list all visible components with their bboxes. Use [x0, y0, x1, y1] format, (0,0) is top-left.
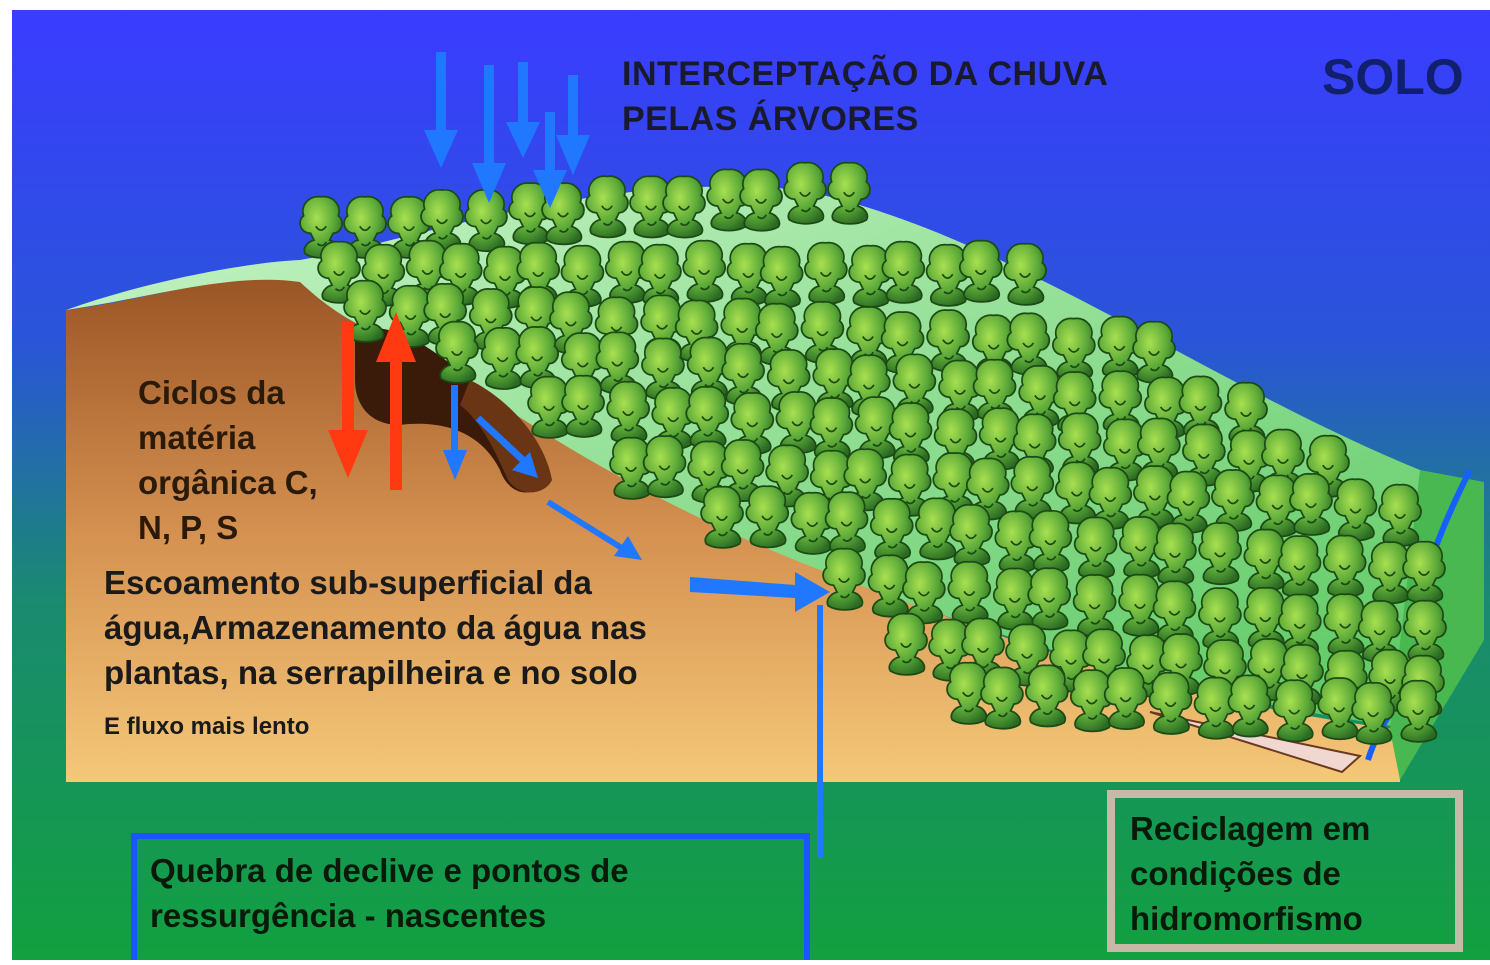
- corner-label: SOLO: [1322, 49, 1464, 105]
- cycle-up-arrow-icon: [376, 312, 416, 490]
- recycling-box-border: [1107, 790, 1463, 952]
- tree-icon: [1198, 522, 1243, 586]
- slope-break-box-border: [131, 833, 810, 960]
- rain-arrows: [424, 52, 590, 208]
- tree-icon: [869, 497, 914, 561]
- rain-arrow-icon: [556, 75, 590, 175]
- tree-icon: [1153, 522, 1197, 586]
- tree-icon: [662, 175, 706, 239]
- tree-icon: [745, 485, 790, 549]
- tree-icon: [804, 241, 848, 305]
- tree-icon: [700, 485, 744, 549]
- tree-icon: [1103, 667, 1148, 731]
- tree-icon: [1072, 574, 1117, 638]
- tree-icon: [1028, 509, 1073, 574]
- rain-arrow-icon: [472, 65, 506, 203]
- tree-icon: [1025, 664, 1069, 728]
- rain-arrow-icon: [424, 52, 458, 168]
- tree-icon: [1277, 535, 1322, 599]
- tree-icon: [435, 320, 479, 384]
- flow-arrow-icon: [443, 385, 467, 480]
- tree-icon: [947, 560, 992, 624]
- tree-icon: [1289, 472, 1333, 536]
- tree-icon: [585, 175, 629, 239]
- tree-icon: [1333, 478, 1378, 542]
- tree-icon: [881, 240, 926, 304]
- tree-icon: [561, 374, 605, 438]
- rain-arrow-icon: [506, 62, 540, 158]
- slow-flow-label: E fluxo mais lento: [104, 713, 310, 740]
- tree-icon: [1322, 534, 1367, 598]
- tree-icon: [1351, 681, 1395, 745]
- tree-icon: [464, 189, 508, 253]
- tree-icon: [1402, 540, 1446, 604]
- subsurface-flow-label: Escoamento sub-superficial da água,Armaz…: [104, 564, 647, 691]
- tree-icon: [1148, 671, 1193, 735]
- tree-icon: [822, 547, 866, 611]
- tree-icon: [1132, 320, 1176, 384]
- tree-icon: [827, 161, 871, 225]
- tree-icon: [1396, 679, 1440, 743]
- slope-break-label: Quebra de declive e pontos de ressurgênc…: [150, 852, 629, 934]
- flow-arrow-icon: [690, 572, 830, 612]
- tree-icon: [1010, 455, 1055, 519]
- tree-icon: [1027, 567, 1072, 631]
- flow-arrow-icon: [546, 499, 627, 553]
- tree-icon: [1403, 599, 1447, 663]
- tree-icon: [759, 245, 804, 309]
- recycling-label: Reciclagem em condições de hidromorfismo: [1130, 810, 1371, 937]
- tree-icon: [958, 239, 1003, 303]
- tree-icon: [685, 385, 730, 449]
- tree-icon: [642, 435, 687, 499]
- tree-icon: [739, 168, 783, 232]
- organic-cycles-label: Ciclos da matéria orgânica C, N, P, S: [138, 374, 318, 546]
- flow-arrows: [443, 385, 830, 858]
- tree-icon: [1272, 679, 1317, 743]
- tree-icon: [949, 503, 993, 567]
- tree-icon: [1052, 317, 1096, 381]
- tree-icon: [1073, 516, 1118, 580]
- tree-icon: [682, 239, 727, 303]
- tree-icon: [1003, 242, 1047, 306]
- diagram-title: INTERCEPTAÇÃO DA CHUVA PELAS ÁRVORES: [622, 55, 1109, 138]
- tree-icon: [783, 161, 827, 225]
- tree-icon: [606, 380, 651, 444]
- rain-arrow-icon: [533, 112, 567, 208]
- tree-icon: [1152, 580, 1197, 644]
- tree-icon: [824, 491, 869, 555]
- tree-icon: [1227, 674, 1272, 738]
- tree-icon: [980, 666, 1024, 730]
- tree-icon: [1378, 483, 1422, 547]
- tree-icon: [884, 612, 928, 676]
- tree-icon: [1211, 469, 1255, 533]
- cycle-down-arrow-icon: [328, 322, 368, 478]
- flow-arrow-icon: [475, 415, 528, 465]
